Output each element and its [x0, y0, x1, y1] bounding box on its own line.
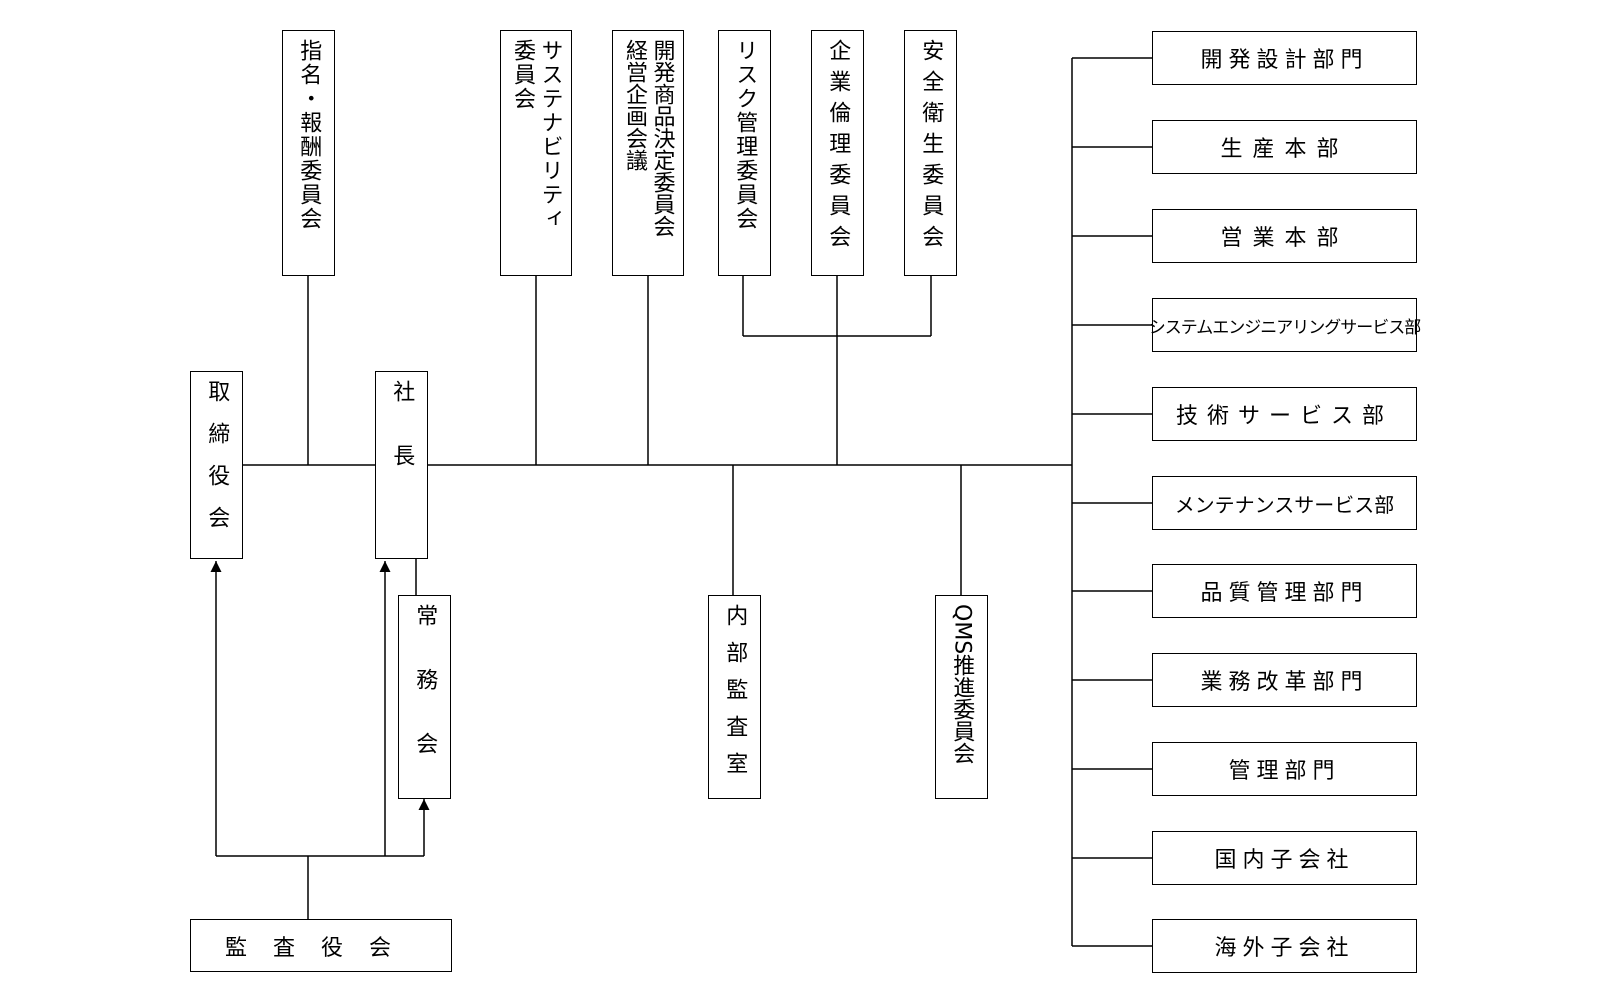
- dept-label: 品質管理部門: [1200, 581, 1369, 606]
- auditors-box: 監査役会: [190, 919, 452, 972]
- sustainability-committee-box: サステナビリティ委員会: [500, 30, 572, 276]
- product-committee-box: 開発商品決定委員会経営企画会議: [612, 30, 684, 276]
- dept-label: システムエンジニアリングサービス部: [1148, 317, 1421, 338]
- qms-committee-box: QMS推進委員会: [935, 595, 988, 799]
- qms-committee-label: QMS推進委員会: [949, 604, 975, 765]
- dept-business-reform: 業務改革部門: [1152, 653, 1417, 707]
- sustainability-committee-label: サステナビリティ委員会: [510, 39, 563, 231]
- internal-audit-box: 内部監査室: [708, 595, 761, 799]
- dept-label: 営業本部: [1220, 226, 1349, 251]
- dept-administration: 管理部門: [1152, 742, 1417, 796]
- executive-box: 常務会: [398, 595, 451, 799]
- ethics-committee-box: 企業倫理委員会: [811, 30, 864, 276]
- nomination-committee-box: 指名・報酬委員会: [282, 30, 335, 276]
- dept-label: メンテナンスサービス部: [1174, 492, 1395, 517]
- executive-label: 常務会: [412, 604, 438, 796]
- dept-label: 生産本部: [1220, 137, 1349, 162]
- dept-technical-service: 技術サービス部: [1152, 387, 1417, 441]
- safety-committee-box: 安全衛生委員会: [904, 30, 957, 276]
- dept-domestic-subsidiaries: 国内子会社: [1152, 831, 1417, 885]
- product-committee-label: 開発商品決定委員会経営企画会議: [622, 39, 675, 237]
- dept-development: 開発設計部門: [1152, 31, 1417, 85]
- ethics-committee-label: 企業倫理委員会: [825, 39, 851, 256]
- dept-quality: 品質管理部門: [1152, 564, 1417, 618]
- internal-audit-label: 内部監査室: [722, 604, 748, 789]
- risk-committee-label: リスク管理委員会: [732, 39, 758, 231]
- board-label: 取締役会: [204, 380, 230, 548]
- risk-committee-box: リスク管理委員会: [718, 30, 771, 276]
- auditors-label: 監査役会: [224, 935, 417, 961]
- president-box: 社長: [375, 371, 428, 559]
- dept-system-engineering: システムエンジニアリングサービス部: [1149, 298, 1421, 352]
- safety-committee-label: 安全衛生委員会: [918, 39, 944, 256]
- dept-maintenance: メンテナンスサービス部: [1152, 476, 1417, 530]
- nomination-committee-label: 指名・報酬委員会: [296, 39, 322, 231]
- president-label: 社長: [389, 380, 415, 508]
- dept-label: 管理部門: [1228, 759, 1341, 784]
- dept-label: 国内子会社: [1214, 848, 1355, 873]
- board-box: 取締役会: [190, 371, 243, 559]
- dept-production: 生産本部: [1152, 120, 1417, 174]
- dept-sales: 営業本部: [1152, 209, 1417, 263]
- dept-label: 開発設計部門: [1200, 48, 1369, 73]
- dept-label: 業務改革部門: [1200, 670, 1369, 695]
- dept-label: 海外子会社: [1214, 936, 1355, 961]
- dept-overseas-subsidiaries: 海外子会社: [1152, 919, 1417, 973]
- dept-label: 技術サービス部: [1175, 404, 1393, 429]
